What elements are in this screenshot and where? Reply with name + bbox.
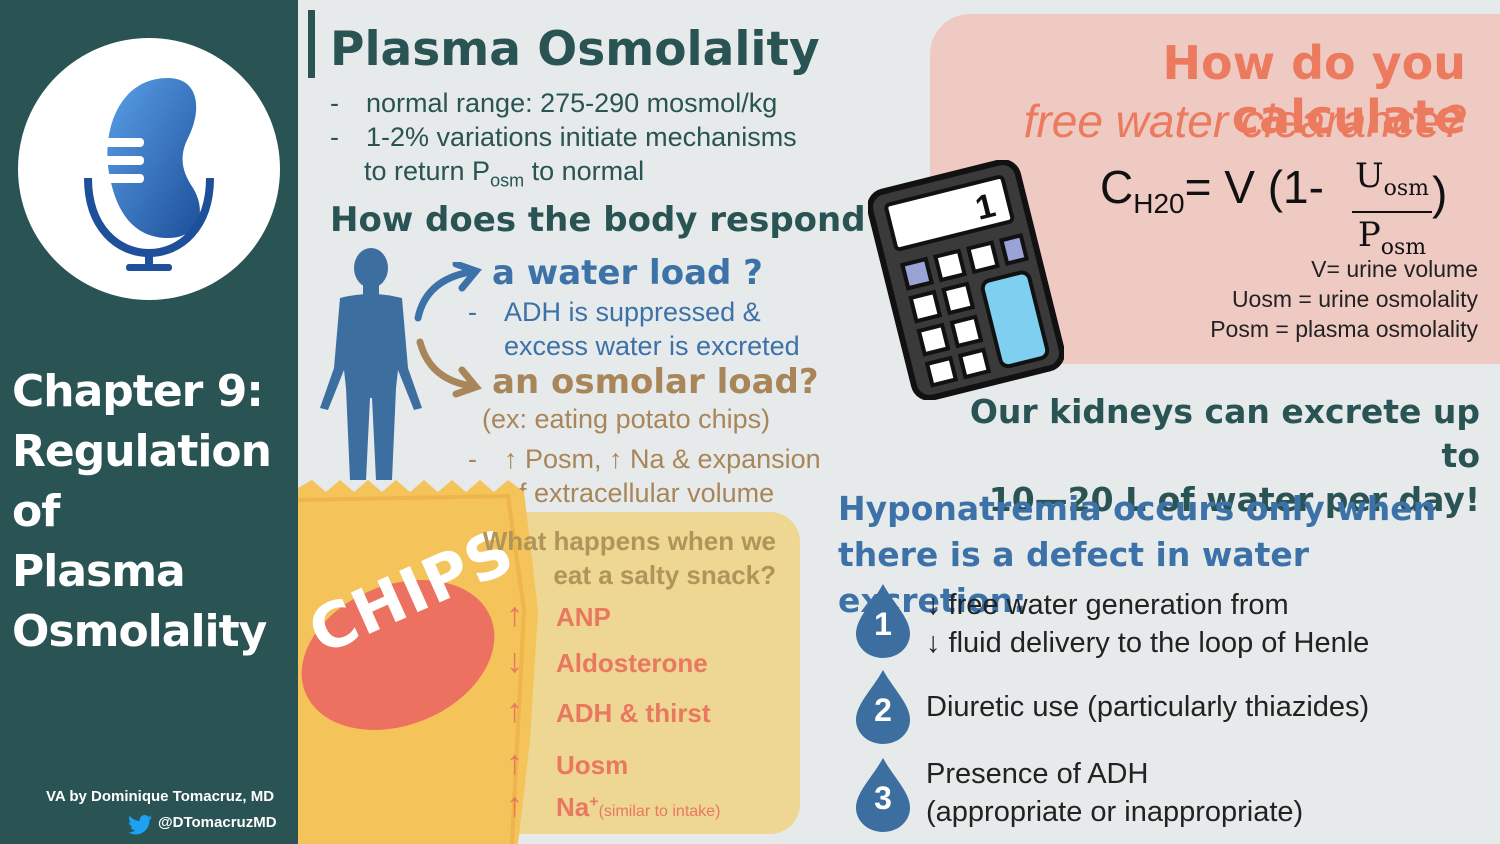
logo-circle [18, 38, 280, 300]
arrow-up-icon: ↑ [506, 744, 523, 782]
drop-1-icon [856, 584, 910, 658]
water-load-answer: -ADH is suppressed & excess water is exc… [468, 295, 800, 363]
kidney-fact-line: 10—20 L of water per day! [988, 480, 1480, 519]
cause-1: ↓ free water generation from ↓ fluid del… [926, 586, 1369, 662]
arrow-up-right-icon [414, 262, 482, 322]
formula-num: U [1354, 156, 1384, 196]
def-v: V= urine volume [1311, 256, 1478, 282]
snack-item-label: ANP [556, 602, 611, 632]
title-accent-bar [308, 10, 315, 78]
water-answer-line: excess water is excreted [504, 331, 800, 361]
bullet-cont-post: to normal [524, 156, 645, 186]
osmolar-load-example: (ex: eating potato chips) [482, 404, 771, 434]
snack-item-label: Aldosterone [556, 648, 708, 678]
cause-3: Presence of ADH (appropriate or inapprop… [926, 755, 1303, 831]
snack-item-na: ↑ Na+(similar to intake) [506, 786, 720, 825]
osmolar-answer-line: ↑ Posm, ↑ Na & expansion [504, 444, 821, 474]
twitter-bird-icon[interactable] [128, 815, 152, 835]
hyponatremia-heading: Hyponatremia occurs only when there is a… [838, 486, 1500, 624]
chapter-title-line: Chapter 9: [12, 366, 264, 417]
snack-question-line: eat a salty snack? [553, 560, 776, 590]
snack-item-sup: + [589, 793, 599, 811]
cause-line: Diuretic use (particularly thiazides) [926, 691, 1370, 723]
calculator-icon [868, 160, 1064, 400]
page-title: Plasma Osmolality [330, 22, 820, 77]
arrow-up-icon: ↑ [506, 596, 523, 634]
salty-snack-question: What happens when we eat a salty snack? [476, 524, 776, 592]
water-dash: - [468, 297, 477, 327]
snack-question-line: What happens when we [482, 526, 776, 556]
kidney-fact-line: Our kidneys can excrete up to [969, 392, 1480, 475]
bullet-cont-pre: to return P [364, 156, 491, 186]
cause-2: Diuretic use (particularly thiazides) [926, 688, 1369, 726]
hypo-line: there is a defect in water excretion: [838, 535, 1310, 620]
calc-title-line2: free water clearance? [1023, 95, 1466, 147]
osmolar-dash: - [468, 444, 477, 474]
water-answer-line: ADH is suppressed & [504, 297, 761, 327]
bullet-text: normal range: 275-290 mosmol/kg [366, 88, 778, 118]
snack-item-anp: ↑ ANP [506, 596, 611, 635]
formula-fraction: Uosm Posm [1352, 156, 1432, 268]
cause-number: 1 [874, 606, 892, 642]
formula-lhs-sub: H20 [1133, 188, 1185, 220]
formula-close: ) [1432, 167, 1448, 219]
chips-bag-icon [298, 480, 538, 844]
cause-line: ↓ free water generation from [926, 589, 1289, 621]
snack-item-label: Na [556, 792, 590, 822]
def-posm: Posm = plasma osmolality [1210, 316, 1478, 342]
osmolar-answer-line: of extracellular volume [504, 478, 775, 508]
arrow-down-icon: ↓ [506, 642, 523, 680]
formula-den-sub: osm [1380, 234, 1427, 260]
formula-den: P [1357, 214, 1381, 255]
osmolar-load-heading: an osmolar load? [492, 362, 819, 402]
free-water-formula: CH20= V (1- [1100, 160, 1324, 220]
chapter-title-line: Plasma [12, 546, 186, 597]
snack-item-note: (similar to intake) [598, 803, 721, 820]
kidney-fact: Our kidneys can excrete up to 10—20 L of… [960, 390, 1480, 522]
snack-item-adh: ↑ ADH & thirst [506, 692, 711, 731]
kidney-microphone-logo-icon [84, 78, 214, 271]
author-credit: VA by Dominique Tomacruz, MD [46, 788, 275, 805]
snack-item-label: ADH & thirst [556, 698, 711, 728]
chapter-title-line: Regulation of [12, 426, 272, 537]
snack-item-label: Uosm [556, 750, 629, 780]
cause-number: 3 [874, 780, 892, 816]
snack-item-aldosterone: ↓ Aldosterone [506, 642, 708, 681]
arrow-down-right-icon [416, 338, 482, 398]
chapter-title: Chapter 9: Regulation of Plasma Osmolali… [12, 362, 298, 662]
bullet-dash: - [330, 88, 339, 118]
bullet-cont-sub: osm [490, 170, 525, 191]
cause-line: Presence of ADH [926, 758, 1149, 790]
hypo-line: Hyponatremia occurs only when [838, 489, 1437, 528]
formula-eq: = V (1- [1184, 161, 1324, 213]
arrow-up-icon: ↑ [506, 786, 523, 824]
bullet-dash: - [330, 122, 339, 152]
arrow-up-icon: ↑ [506, 692, 523, 730]
formula-lhs: C [1100, 161, 1134, 213]
formula-num-sub: osm [1383, 175, 1430, 201]
bullet-normal-range: -normal range: 275-290 mosmol/kg [330, 88, 777, 119]
twitter-handle[interactable]: @DTomacruzMD [158, 814, 277, 831]
osmolar-load-answer: -↑ Posm, ↑ Na & expansion of extracellul… [468, 442, 821, 510]
fraction-bar [1352, 210, 1432, 213]
water-load-heading: a water load ? [492, 253, 763, 293]
calc-title-line1: How do you calculate [1162, 36, 1467, 144]
bullet-variations-cont: to return Posm to normal [364, 156, 644, 191]
bullet-text: 1-2% variations initiate mechanisms [366, 122, 797, 152]
snack-item-uosm: ↑ Uosm [506, 744, 628, 783]
bullet-variations: -1-2% variations initiate mechanisms [330, 122, 797, 153]
drop-3-icon [856, 758, 910, 832]
human-body-icon [320, 248, 422, 480]
def-uosm: Uosm = urine osmolality [1231, 286, 1478, 312]
cause-line: (appropriate or inappropriate) [926, 796, 1304, 828]
cause-number: 2 [874, 692, 892, 728]
drop-2-icon [856, 670, 910, 744]
chapter-title-line: Osmolality [12, 606, 267, 657]
cause-line: ↓ fluid delivery to the loop of Henle [926, 627, 1370, 659]
